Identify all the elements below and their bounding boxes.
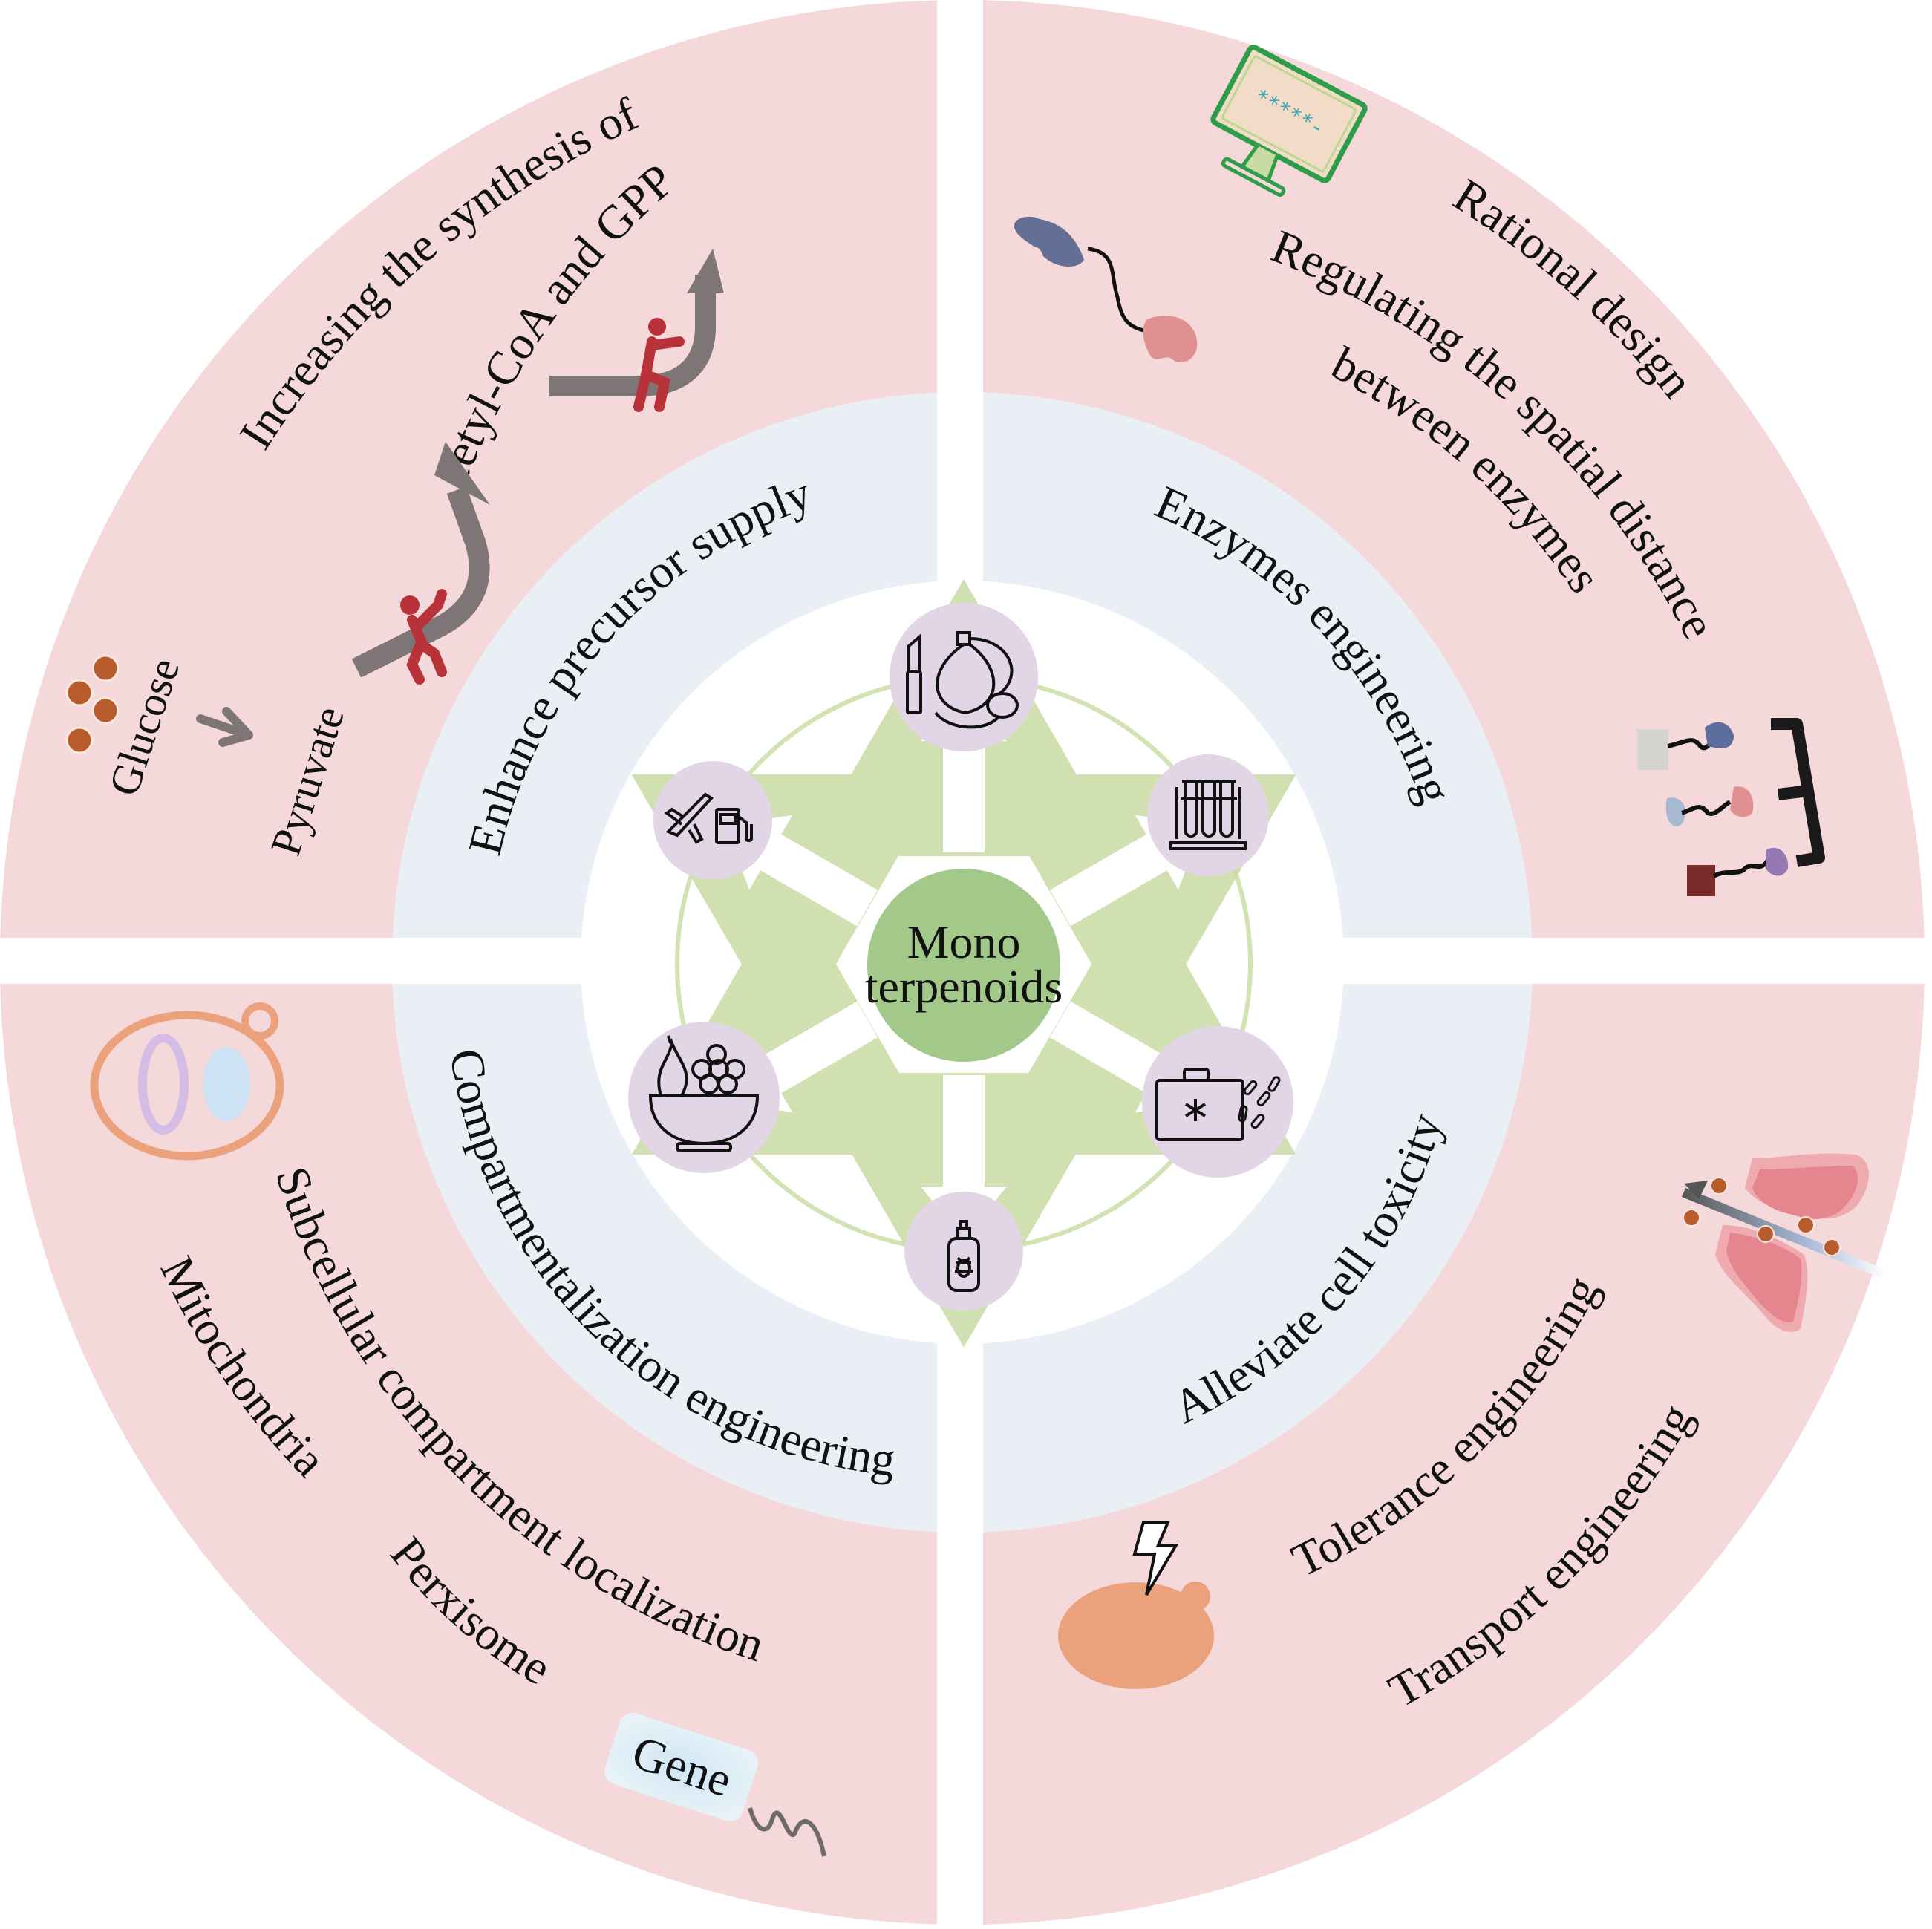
- perfume-icon: [934, 631, 1019, 729]
- enzyme-scaffold-icon: [1637, 718, 1825, 896]
- application-cosmetics: [890, 603, 1038, 751]
- transported-molecules-icon: [1683, 1177, 1841, 1256]
- application-food: [628, 1022, 780, 1173]
- application-fuel: [653, 761, 772, 880]
- insecticide-spray-icon: [947, 1220, 980, 1292]
- lipstick-icon: [906, 633, 922, 714]
- computer-monitor-icon: *****-: [1210, 45, 1368, 197]
- medical-kit-icon: [1155, 1068, 1244, 1141]
- glucose-icon: [65, 654, 120, 754]
- application-pesticide: [904, 1192, 1023, 1311]
- yeast-cell-with-mitochondria-icon: [90, 1002, 284, 1161]
- pathway-boost-arrow-1-icon: [351, 442, 490, 678]
- application-chemistry-bg: [1147, 754, 1269, 876]
- dna-strand-icon: [748, 1807, 826, 1857]
- airplane-icon: [664, 792, 714, 844]
- worker-figure-1-icon: [400, 589, 447, 685]
- worker-figure-2-icon: [633, 318, 685, 412]
- fuel-pump-icon: [715, 808, 753, 844]
- test-tubes-icon: [1169, 780, 1247, 850]
- stressed-yeast-icon: [1058, 1521, 1214, 1689]
- application-chemistry: [1147, 754, 1269, 876]
- application-fuel-bg: [653, 761, 772, 880]
- mitochondrion-icon: [138, 1034, 189, 1135]
- glucose-to-pyruvate-arrow-icon: [196, 707, 253, 747]
- application-pesticide-bg: [904, 1192, 1023, 1311]
- fruit-bowl-icon: [648, 1035, 760, 1152]
- center-label-line1: Mono: [907, 915, 1021, 968]
- application-medicine-bg: [1142, 1026, 1293, 1178]
- application-cosmetics-bg: [890, 603, 1038, 751]
- center-label-line2: terpenoids: [865, 960, 1063, 1013]
- lightning-bolt-icon: [1132, 1521, 1179, 1596]
- application-medicine: [1142, 1026, 1293, 1178]
- vacuole-icon: [203, 1047, 250, 1121]
- membrane-transporter-icon: [1682, 1153, 1886, 1332]
- linked-enzymes-icon: [1014, 216, 1198, 363]
- center-circle: [867, 869, 1060, 1062]
- pills-icon: [1238, 1076, 1281, 1129]
